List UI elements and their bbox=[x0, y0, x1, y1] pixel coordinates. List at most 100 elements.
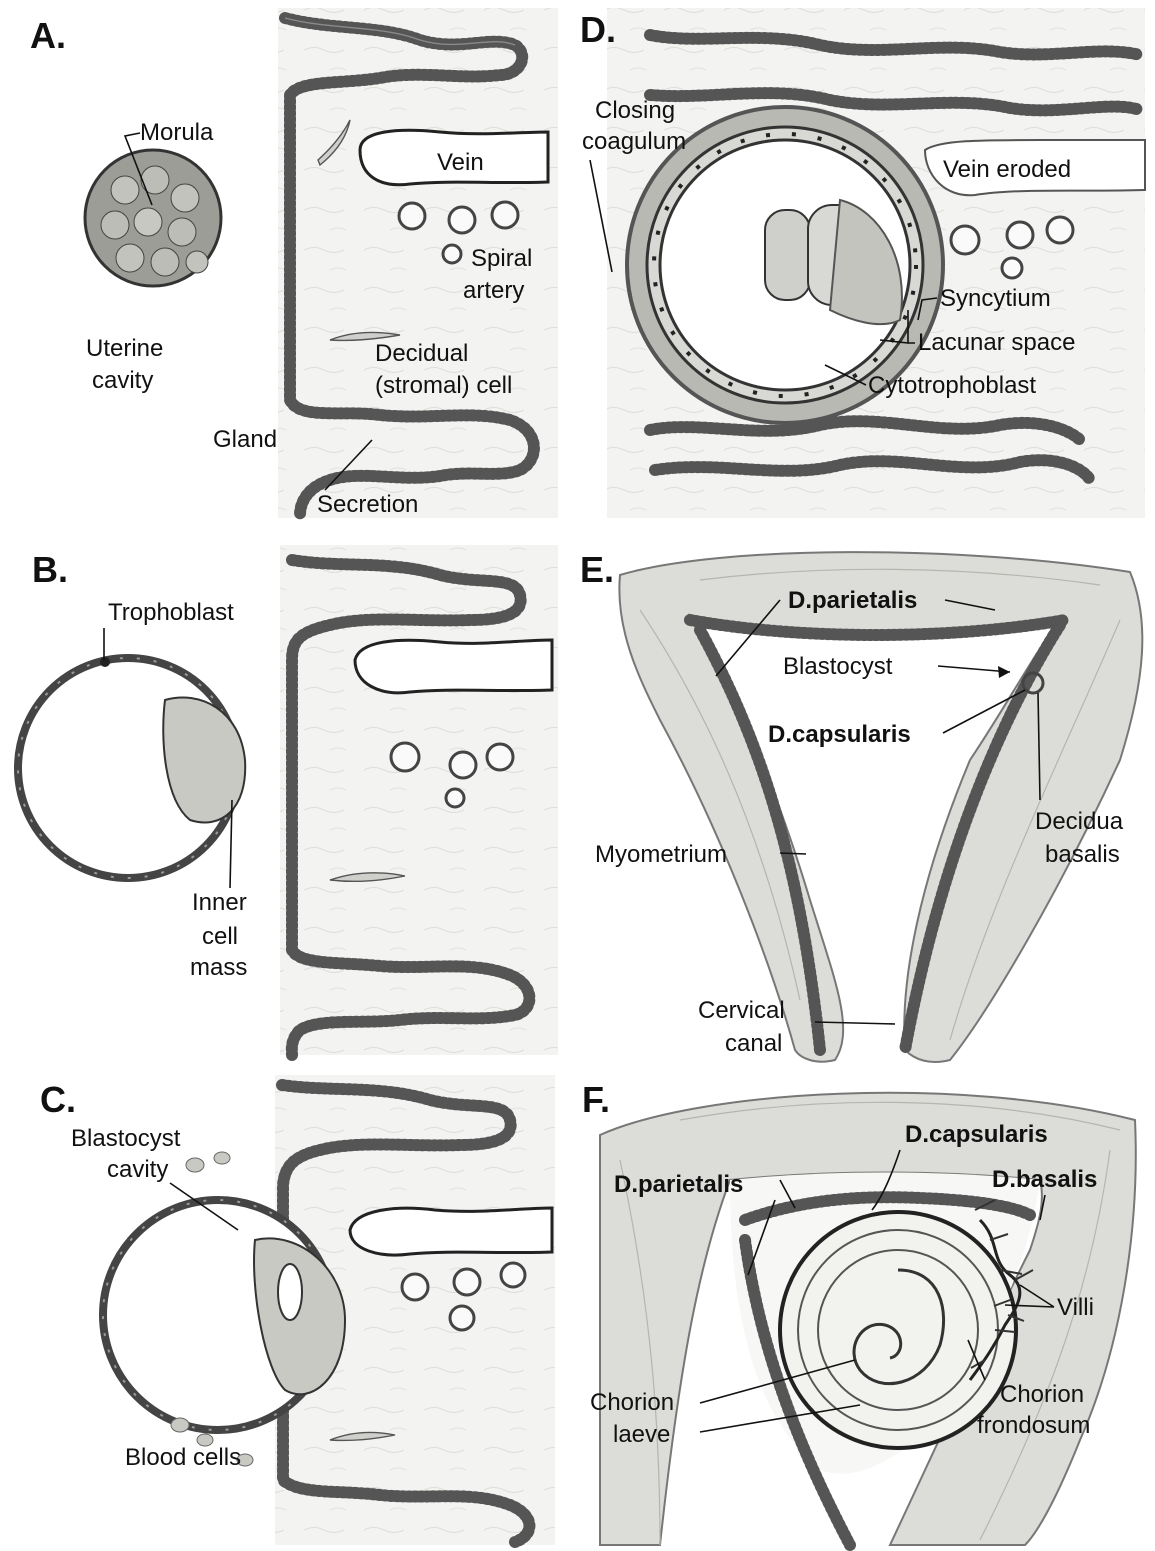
stromal-cell-b bbox=[329, 872, 406, 883]
panel-c-letter: C. bbox=[40, 1079, 76, 1120]
secretion-leader bbox=[324, 439, 373, 491]
trophoblast-nucleus-b bbox=[100, 657, 110, 667]
cervical-canal-leader bbox=[814, 1021, 896, 1025]
decidua-right-wall bbox=[899, 619, 1066, 1056]
inner-cell-mass-b bbox=[162, 696, 247, 824]
inner-cell-mass-c bbox=[253, 1237, 347, 1396]
artery-b-3 bbox=[485, 742, 515, 772]
artery-a-4 bbox=[441, 243, 463, 265]
epithelium-bottom-d-2 bbox=[649, 454, 1096, 486]
inner-cell-mass-label-1: Inner bbox=[192, 889, 247, 916]
artery-d-2 bbox=[1005, 220, 1035, 250]
e-d-parietalis-leader bbox=[715, 599, 996, 677]
f-d-basalis-label: D.basalis bbox=[992, 1166, 1097, 1193]
f-d-parietalis-leader bbox=[747, 1179, 796, 1276]
artery-c-3 bbox=[499, 1261, 527, 1289]
e-d-capsularis-label: D.capsularis bbox=[768, 721, 911, 748]
epithelium-bottom-d bbox=[644, 415, 1086, 446]
f-d-capsularis-label: D.capsularis bbox=[905, 1121, 1048, 1148]
gland-label: Gland bbox=[213, 426, 277, 453]
blood-cells-label: Blood cells bbox=[125, 1444, 241, 1471]
artery-a-1 bbox=[397, 201, 427, 231]
villi-f bbox=[968, 1218, 1022, 1381]
epithelium-c bbox=[276, 1079, 536, 1548]
muscle-fiber-f-2 bbox=[979, 1149, 1111, 1541]
spiral-artery-label-1: Spiral bbox=[471, 245, 532, 272]
lacunar-space-label: Lacunar space bbox=[918, 329, 1075, 356]
muscle-fiber-e-1 bbox=[639, 609, 801, 1001]
muscle-fiber-e-2 bbox=[949, 619, 1121, 1041]
artery-c-1 bbox=[400, 1272, 430, 1302]
e-decidua-basalis-leader bbox=[1037, 692, 1041, 801]
villi-label: Villi bbox=[1057, 1294, 1094, 1321]
amnion-f bbox=[817, 1249, 979, 1411]
muscle-fiber-f-1 bbox=[619, 1159, 661, 1546]
epiblast-d bbox=[764, 209, 811, 301]
cytotrophoblast-label: Cytotrophoblast bbox=[868, 372, 1036, 399]
inner-cell-mass-label-3: mass bbox=[190, 954, 247, 981]
myometrium-leader bbox=[779, 852, 807, 855]
closing-coagulum-label-2: coagulum bbox=[582, 128, 686, 155]
chorion-frondosum-label-2: frondosum bbox=[977, 1412, 1090, 1439]
inner-cell-mass-label-2: cell bbox=[202, 923, 238, 950]
epithelium-b bbox=[285, 554, 536, 1061]
embryo-f bbox=[852, 1268, 945, 1386]
decidual-label-1: Decidual bbox=[375, 340, 468, 367]
artery-c-4 bbox=[448, 1304, 476, 1332]
e-d-capsularis-leader bbox=[942, 689, 1026, 734]
vein-b bbox=[353, 638, 554, 695]
myometrium-f bbox=[599, 1091, 1137, 1546]
f-d-capsularis-leader bbox=[871, 1149, 901, 1211]
panel-f-letter: F. bbox=[582, 1079, 610, 1120]
artery-d-1 bbox=[949, 224, 981, 256]
panel-d: D. Closing coagulum Vein eroded Syncytiu… bbox=[580, 8, 1146, 518]
chorion-frondosum-label-1: Chorion bbox=[1000, 1381, 1084, 1408]
panel-e: E. D.parietalis Blastocyst D.capsularis … bbox=[580, 549, 1144, 1063]
chorion-laeve-f bbox=[778, 1210, 1018, 1450]
villi-leader bbox=[1004, 1284, 1055, 1308]
panel-a-letter: A. bbox=[30, 15, 66, 56]
trophoblast-plug-d bbox=[828, 198, 903, 326]
stromal-cell-c bbox=[329, 1431, 396, 1442]
artery-a-2 bbox=[447, 205, 477, 235]
inner-cell-mass-leader bbox=[229, 799, 233, 889]
syncytium-leader bbox=[917, 297, 938, 321]
chorion-laeve-label-2: laeve bbox=[613, 1421, 670, 1448]
artery-d-3 bbox=[1045, 215, 1075, 245]
f-d-basalis-leader bbox=[1039, 1194, 1046, 1221]
epithelium-top-d bbox=[644, 29, 1146, 61]
morula-label: Morula bbox=[140, 119, 214, 146]
e-decidua-basalis-label-1: Decidua bbox=[1035, 808, 1124, 835]
cytotrophoblast-nuclei-d bbox=[652, 132, 918, 398]
endometrium-fill-a bbox=[278, 8, 558, 518]
vein-a bbox=[358, 128, 550, 187]
morula-leader bbox=[123, 132, 153, 206]
cervical-canal-label-2: canal bbox=[725, 1030, 782, 1057]
trophoblast-label: Trophoblast bbox=[108, 599, 234, 626]
e-d-parietalis-label: D.parietalis bbox=[788, 587, 917, 614]
myometrium-label: Myometrium bbox=[595, 841, 727, 868]
vein-c bbox=[348, 1206, 554, 1257]
artery-b-1 bbox=[389, 741, 421, 773]
closing-coagulum-label-1: Closing bbox=[595, 97, 675, 124]
closing-coagulum-leader bbox=[589, 159, 613, 273]
decidua-parietalis-roof bbox=[684, 614, 1071, 641]
stromal-cell-a-2 bbox=[329, 331, 401, 342]
epithelium-top-d-2 bbox=[644, 87, 1146, 117]
decidua-left-f bbox=[739, 1234, 856, 1551]
epithelium-outline-a bbox=[284, 17, 516, 46]
vein-label: Vein bbox=[437, 149, 484, 176]
vein-eroded-label: Vein eroded bbox=[943, 156, 1071, 183]
cervical-canal-label-1: Cervical bbox=[698, 997, 785, 1024]
decidua-parietalis-f bbox=[739, 1191, 1036, 1226]
panel-d-letter: D. bbox=[580, 9, 616, 50]
artery-b-4 bbox=[444, 787, 466, 809]
cytotrophoblast-leader bbox=[824, 364, 867, 386]
e-blastocyst-label: Blastocyst bbox=[783, 653, 893, 680]
artery-c-2 bbox=[452, 1267, 482, 1297]
chorion-frondosum-leader bbox=[967, 1339, 986, 1381]
spiral-artery-label-2: artery bbox=[463, 277, 524, 304]
muscle-fiber-f-3 bbox=[679, 1101, 1121, 1131]
lacunar-space-leader bbox=[879, 310, 915, 344]
